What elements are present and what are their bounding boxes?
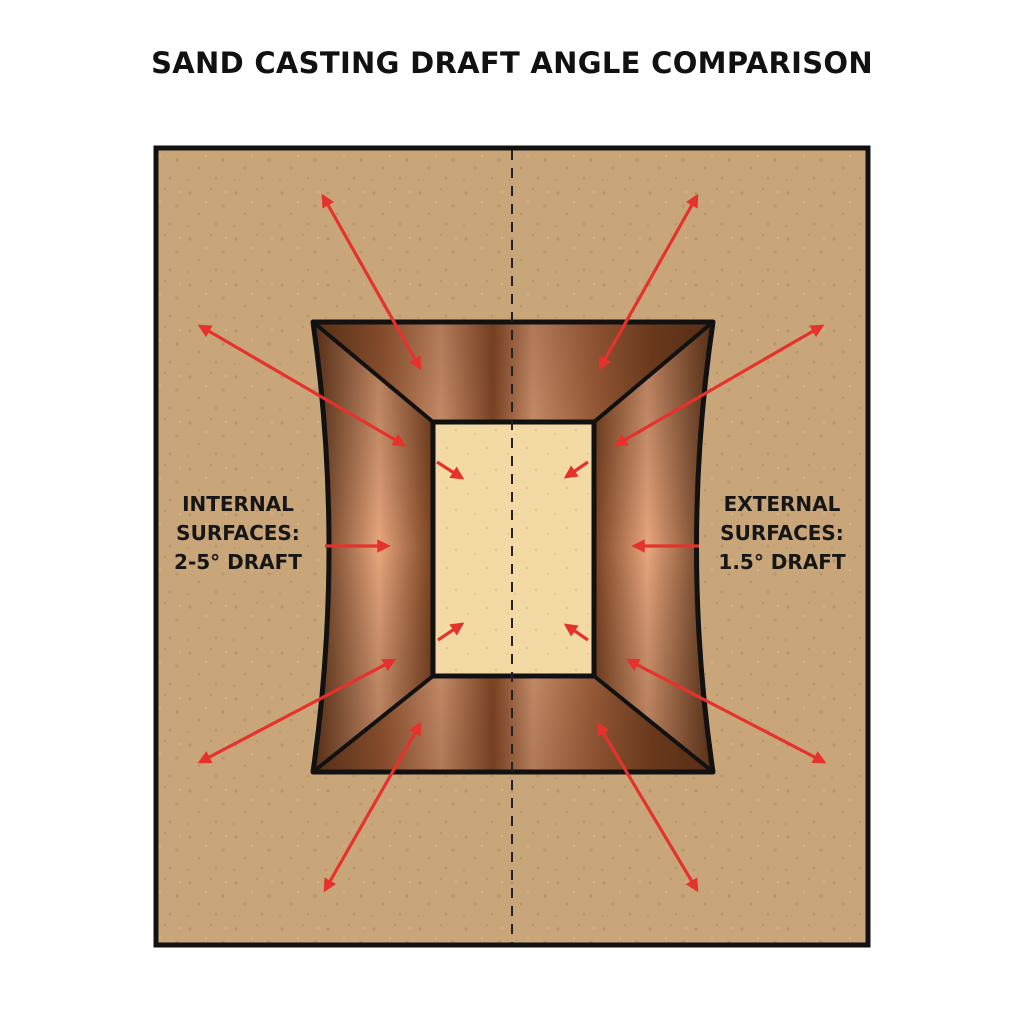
casting-shading [313,322,713,772]
external-label-line-1: EXTERNAL [723,492,841,516]
arrow-core-bottom-right [563,623,589,642]
arrow-core-bottom-left [437,622,465,642]
core-outline [430,419,597,679]
arrow-bottom-right [596,721,699,893]
diagram-title: SAND CASTING DRAFT ANGLE COMPARISON [151,46,873,80]
internal-label-line-3: 2-5° DRAFT [174,550,302,574]
internal-surfaces-label: INTERNAL SURFACES: 2-5° DRAFT [153,490,323,577]
external-label-line-3: 1.5° DRAFT [718,550,846,574]
arrow-lower-left [197,658,397,764]
external-surfaces-label: EXTERNAL SURFACES: 1.5° DRAFT [697,490,867,577]
external-label-line-2: SURFACES: [720,521,844,545]
internal-label-line-1: INTERNAL [182,492,294,516]
arrow-lower-right [625,658,827,764]
arrow-bottom-left [323,721,422,893]
arrow-upper-right [613,324,825,447]
draft-arrows [197,193,827,893]
internal-label-line-2: SURFACES: [176,521,300,545]
arrow-upper-left [197,324,407,447]
arrow-core-top-right [563,460,589,479]
sand-core [433,422,594,676]
arrow-core-top-left [436,460,465,480]
